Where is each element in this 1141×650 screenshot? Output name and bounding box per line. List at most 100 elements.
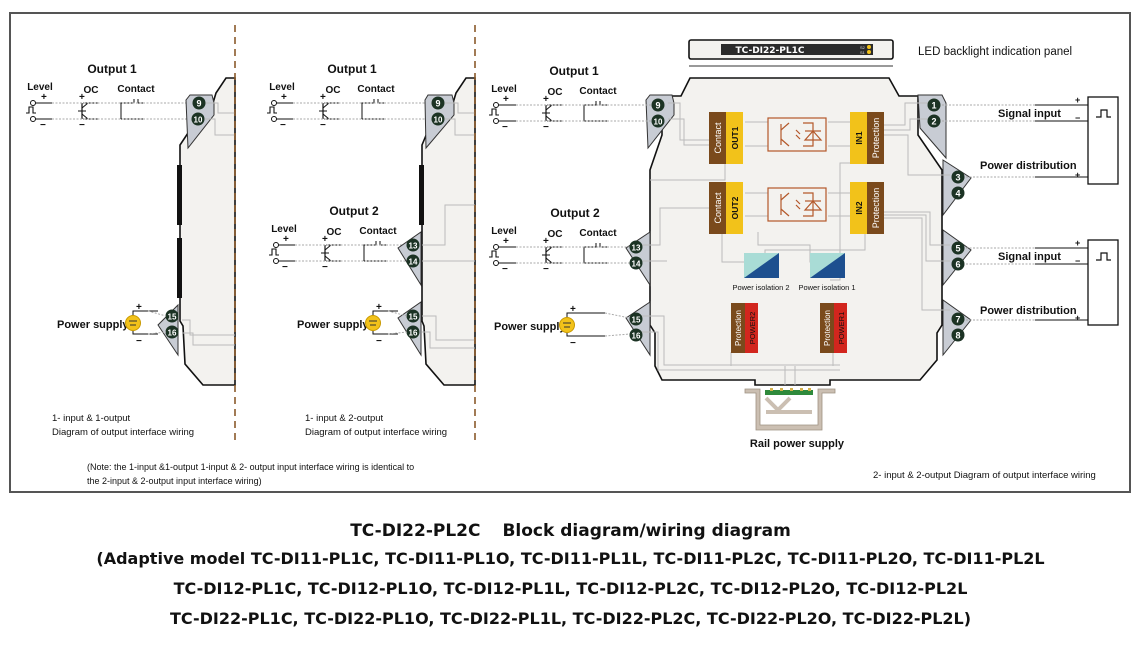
adaptive-models-line1: (Adaptive model TC-DI11-PL1C, TC-DI11-PL… — [96, 549, 1045, 568]
svg-text:13: 13 — [632, 244, 641, 253]
contact-label: Contact — [117, 84, 155, 95]
terminal-13: 13 — [629, 240, 643, 254]
svg-text:−: − — [282, 262, 288, 273]
contact-label: Contact — [713, 122, 723, 154]
terminal-1: 1 — [927, 98, 941, 112]
svg-text:−: − — [570, 338, 576, 349]
led-indication-panel: TC-DI22-PL1C S2 S1 — [688, 39, 894, 67]
protection-label: Protection — [871, 188, 881, 229]
svg-text:−: − — [376, 336, 382, 347]
terminal-10: 10 — [651, 114, 665, 128]
contact-switch-icon — [583, 243, 607, 264]
svg-text:+: + — [320, 92, 326, 103]
power-isolation-2-label: Power isolation 2 — [732, 283, 789, 292]
svg-text:−: − — [280, 120, 286, 131]
output2-title: Output 2 — [550, 206, 600, 220]
wiring-diagram: Output 1 Level OC Contact + − + − — [25, 25, 1119, 486]
terminal-10: 10 — [431, 112, 445, 126]
terminal-16: 16 — [165, 325, 179, 339]
power-isolation-1-label: Power isolation 1 — [798, 283, 855, 292]
led-s2-indicator — [867, 45, 871, 49]
svg-text:15: 15 — [632, 316, 641, 325]
pulse-signal-icon — [1096, 109, 1111, 118]
svg-text:13: 13 — [409, 242, 418, 251]
in1-block: IN1 Protection — [850, 112, 884, 164]
svg-text:−: − — [1075, 113, 1080, 123]
optocoupler-1-icon — [767, 117, 827, 152]
level-label: Level — [271, 224, 297, 235]
svg-text:+: + — [1075, 95, 1080, 105]
oc-label: OC — [548, 229, 563, 240]
power1-block: Protection POWER1 — [820, 303, 847, 353]
adaptive-models-line2: TC-DI12-PL1C, TC-DI12-PL1O, TC-DI12-PL1L… — [173, 579, 968, 598]
level-label: Level — [491, 84, 517, 95]
out1-label: OUT1 — [730, 126, 740, 149]
adaptive-models-line3: TC-DI22-PL1C, TC-DI22-PL1O, TC-DI22-PL1L… — [169, 609, 972, 628]
power-supply-label: Power supply — [494, 321, 566, 333]
oc-transistor-icon: +− — [319, 92, 340, 131]
level-label: Level — [27, 82, 53, 93]
oc-label: OC — [84, 85, 99, 96]
terminal-4: 4 — [951, 186, 965, 200]
terminal-9: 9 — [651, 98, 665, 112]
signal-source-2: + − + Signal input Power distribution — [966, 238, 1119, 326]
terminal-15: 15 — [406, 309, 420, 323]
out2-block: Contact OUT2 — [709, 182, 743, 234]
svg-text:9: 9 — [655, 101, 660, 111]
svg-text:14: 14 — [632, 260, 641, 269]
svg-text:+: + — [79, 92, 85, 103]
contact-switch-icon — [583, 101, 607, 122]
power1-label: POWER1 — [837, 312, 846, 345]
power-supply-label: Power supply — [297, 319, 369, 331]
title-text: Block diagram/wiring diagram — [502, 521, 791, 541]
terminal-15: 15 — [165, 309, 179, 323]
oc-transistor-icon: +− — [321, 234, 342, 273]
svg-text:+: + — [1075, 238, 1080, 248]
power-distribution-label: Power distribution — [980, 160, 1077, 172]
diagram-frame — [9, 12, 1131, 493]
svg-text:+: + — [136, 302, 142, 313]
caption-line2: Diagram of output interface wiring — [305, 427, 447, 438]
battery-icon: +− — [559, 304, 605, 349]
svg-text:6: 6 — [955, 260, 960, 270]
svg-text:10: 10 — [654, 118, 663, 127]
terminal-13: 13 — [406, 238, 420, 252]
svg-text:−: − — [543, 264, 549, 275]
svg-text:−: − — [502, 264, 508, 275]
contact-label: Contact — [579, 228, 617, 239]
svg-text:10: 10 — [434, 116, 443, 125]
rail-power-supply-label: Rail power supply — [750, 438, 845, 450]
svg-text:2: 2 — [931, 117, 936, 127]
svg-text:9: 9 — [196, 99, 201, 109]
svg-text:−: − — [502, 122, 508, 133]
svg-text:8: 8 — [955, 331, 960, 341]
power-supply-label: Power supply — [57, 319, 129, 331]
svg-text:7: 7 — [955, 315, 960, 325]
svg-text:−: − — [40, 120, 46, 131]
protection-label: Protection — [871, 118, 881, 159]
terminal-3: 3 — [951, 170, 965, 184]
protection-label: Protection — [823, 310, 832, 346]
optocoupler-2-icon — [767, 187, 827, 222]
level-source-icon: +− — [266, 92, 293, 131]
terminal-6: 6 — [951, 257, 965, 271]
out2-label: OUT2 — [730, 196, 740, 219]
output1-title: Output 1 — [549, 64, 599, 78]
svg-text:+: + — [283, 234, 289, 245]
svg-text:+: + — [281, 92, 287, 103]
pulse-signal-icon — [1096, 252, 1111, 261]
in1-label: IN1 — [854, 131, 864, 145]
terminal-16: 16 — [406, 325, 420, 339]
svg-text:+: + — [503, 236, 509, 247]
level-source-icon: +− — [488, 236, 516, 275]
svg-text:+: + — [1075, 170, 1080, 180]
contact-switch-icon — [361, 99, 385, 120]
power2-label: POWER2 — [748, 312, 757, 345]
contact-label: Contact — [713, 192, 723, 224]
led-panel-caption: LED backlight indication panel — [918, 46, 1072, 58]
signal-input-label: Signal input — [998, 251, 1061, 263]
svg-text:+: + — [543, 94, 549, 105]
contact-label: Contact — [359, 226, 397, 237]
terminal-8: 8 — [951, 328, 965, 342]
